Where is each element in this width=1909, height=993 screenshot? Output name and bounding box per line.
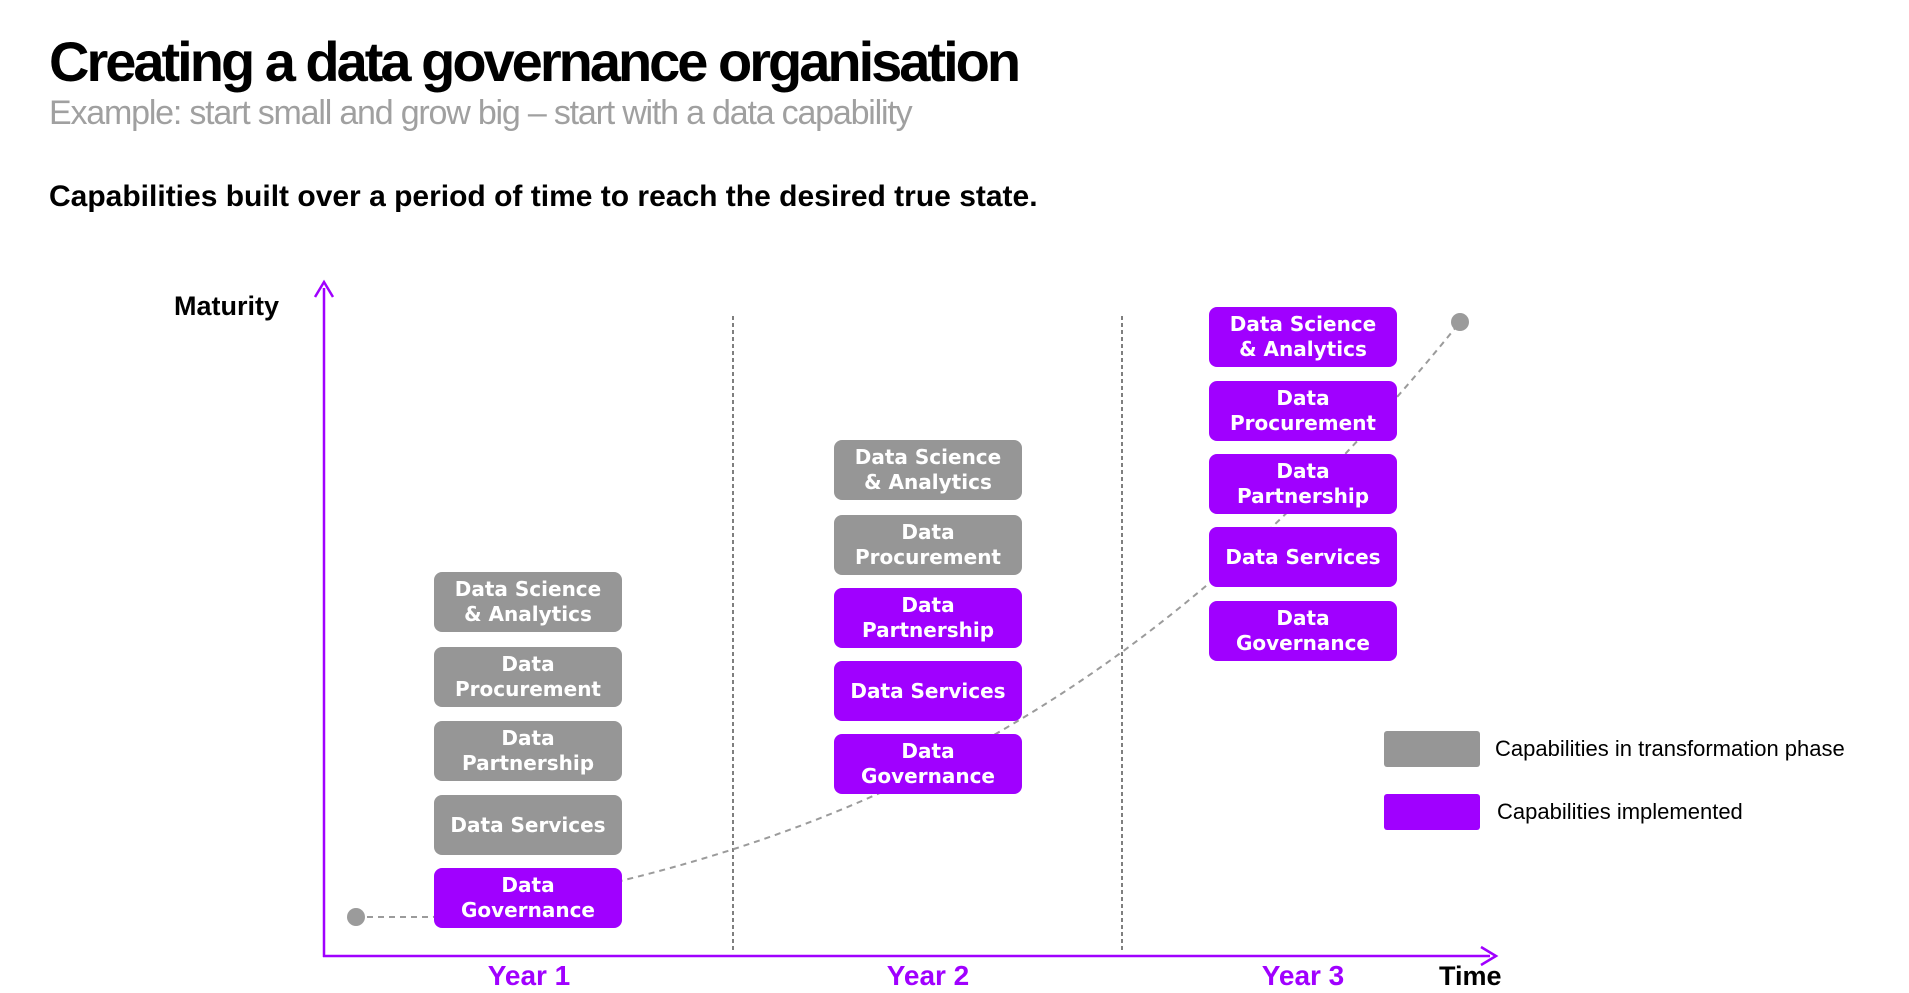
capability-box: Data Services (1209, 527, 1397, 587)
capability-box: Data Science& Analytics (834, 440, 1022, 500)
x-axis-label: Time (1439, 961, 1502, 991)
section-heading: Capabilities built over a period of time… (49, 180, 1038, 213)
legend-label-implemented: Capabilities implemented (1497, 799, 1743, 824)
legend-swatch-implemented (1384, 794, 1480, 830)
x-axis-arrowhead (1480, 945, 1499, 967)
curve-start-point (347, 908, 365, 926)
capability-box: Data Science& Analytics (434, 572, 622, 632)
legend-label-transformation: Capabilities in transformation phase (1495, 736, 1845, 761)
y-axis-label: Maturity (174, 291, 280, 321)
curve-end-point (1451, 313, 1469, 331)
year-label: Year 2 (886, 960, 970, 991)
legend-swatch-transformation (1384, 731, 1480, 767)
capability-box: Data Services (434, 795, 622, 855)
year-label: Year 1 (487, 960, 571, 991)
capability-box: Data Services (834, 661, 1022, 721)
capability-box: Data Science& Analytics (1209, 307, 1397, 367)
page-subtitle: Example: start small and grow big – star… (49, 94, 913, 132)
y-axis-arrowhead (313, 279, 335, 298)
year-label: Year 3 (1261, 960, 1345, 991)
page-title: Creating a data governance organisation (49, 30, 1021, 93)
